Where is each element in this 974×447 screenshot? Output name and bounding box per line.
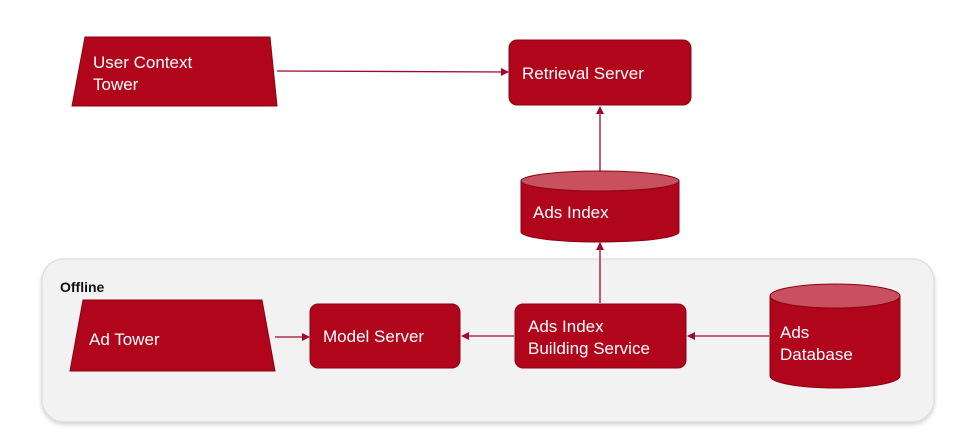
ads-index-node: Ads Index (520, 170, 680, 243)
model-server-shape (309, 303, 461, 369)
ads-database-label-line1: Ads (780, 323, 809, 342)
ads-database-label-line2: Database (780, 345, 853, 364)
ads-index-label: Ads Index (533, 203, 609, 222)
connectors (275, 67, 769, 341)
ads-database-top (769, 283, 901, 309)
ads-index-building-service-shape (514, 303, 687, 369)
model-server-label: Model Server (323, 327, 424, 346)
model-server-node: Model Server (309, 303, 461, 369)
user-context-tower-shape (71, 36, 278, 107)
ads-index-building-service-label-line1: Ads Index (528, 317, 604, 336)
ads-database-body (769, 295, 901, 389)
ad-tower-node: Ad Tower (69, 299, 276, 372)
offline-label: Offline (60, 279, 105, 295)
ads-index-building-service-node: Ads Index Building Service (514, 303, 687, 369)
ad-tower-label: Ad Tower (89, 330, 160, 349)
ad-tower-shape (69, 299, 276, 372)
ads-index-building-service-label-line2: Building Service (528, 339, 650, 358)
ads-index-top (520, 170, 680, 192)
user-context-tower-node: User Context Tower (71, 36, 278, 107)
ads-index-body (520, 180, 680, 243)
arrow-user-context-to-retrieval (276, 67, 509, 76)
user-context-tower-label-line2: Tower (93, 75, 139, 94)
retrieval-server-shape (508, 39, 692, 106)
retrieval-server-label: Retrieval Server (522, 64, 644, 83)
offline-region: Offline (41, 258, 935, 423)
user-context-tower-label-line1: User Context (93, 53, 192, 72)
ads-database-node: Ads Database (769, 283, 901, 389)
offline-region-box (41, 258, 935, 423)
retrieval-server-node: Retrieval Server (508, 39, 692, 106)
